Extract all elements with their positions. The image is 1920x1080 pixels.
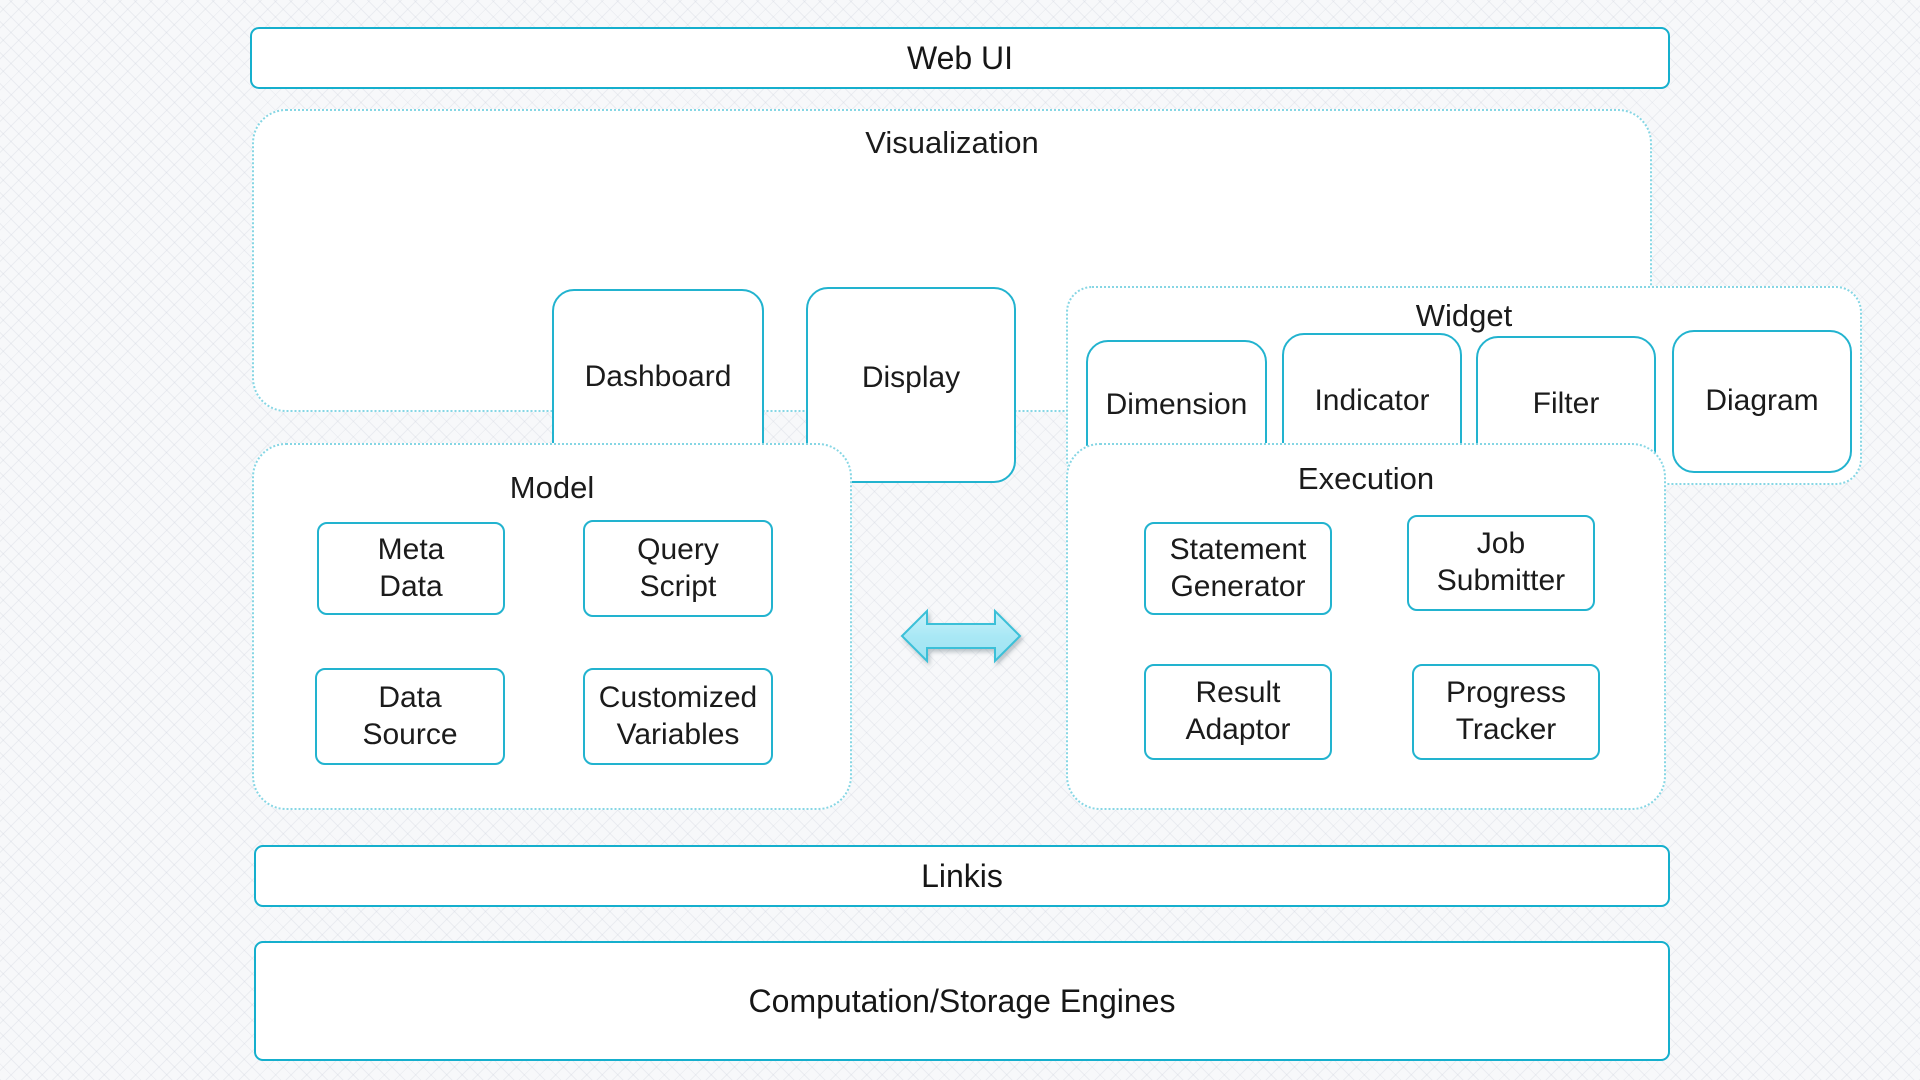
layer-computation-storage-engines[interactable]: Computation/Storage Engines	[254, 941, 1670, 1061]
dashboard-label: Dashboard	[584, 360, 732, 394]
visualization-title: Visualization	[865, 125, 1039, 160]
web-ui-label: Web UI	[906, 39, 1014, 76]
indicator-label: Indicator	[1314, 383, 1430, 417]
display-label: Display	[861, 360, 961, 394]
layer-web-ui[interactable]: Web UI	[250, 27, 1670, 89]
widget-title: Widget	[1415, 298, 1513, 333]
model-title: Model	[509, 470, 595, 505]
layer-visualization[interactable]: Visualization Dashboard Display Widget D…	[252, 109, 1862, 485]
filter-label: Filter	[1532, 387, 1600, 421]
bidirectional-arrow-icon	[900, 605, 1022, 667]
diagram-label: Diagram	[1705, 384, 1819, 418]
engines-label: Computation/Storage Engines	[748, 982, 1176, 1019]
dimension-label: Dimension	[1105, 387, 1248, 421]
component-display[interactable]: Display	[806, 287, 1016, 483]
linkis-label: Linkis	[921, 857, 1003, 894]
component-diagram[interactable]: Diagram	[1672, 330, 1852, 473]
execution-title: Execution	[1297, 461, 1435, 496]
layer-linkis[interactable]: Linkis	[254, 845, 1670, 907]
